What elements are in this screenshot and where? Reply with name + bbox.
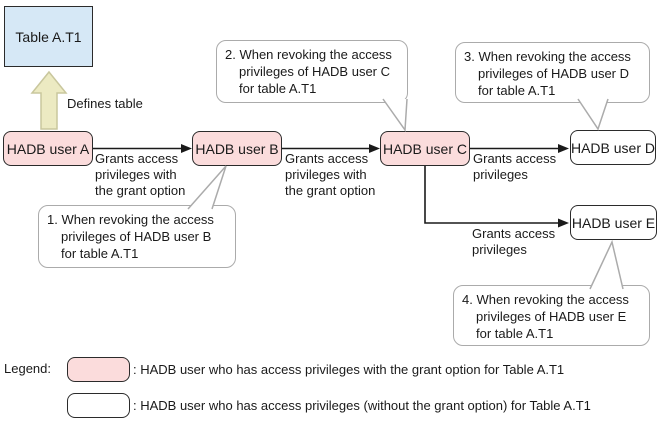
hadb-user-e-box: HADB user E (570, 205, 657, 240)
defines-table-arrow (30, 70, 68, 130)
callout-1-text: 1. When revoking the access privileges o… (47, 212, 214, 261)
callout-4-tail (589, 239, 624, 290)
hadb-user-c-box: HADB user C (380, 131, 470, 166)
legend-plain-text: : HADB user who has access privileges (w… (133, 398, 591, 413)
hadb-user-e-label: HADB user E (571, 214, 656, 231)
edge-label-a-to-b: Grants access privileges with the grant … (95, 151, 186, 198)
edge-label-c-to-e: Grants access privileges (472, 226, 556, 257)
defines-table-label: Defines table (67, 96, 143, 111)
callout-3-text: 3. When revoking the access privileges o… (464, 49, 631, 98)
hadb-user-d-label: HADB user D (570, 139, 656, 156)
hadb-user-b-box: HADB user B (192, 131, 282, 166)
legend-grant-swatch (67, 357, 130, 382)
hadb-user-c-label: HADB user C (382, 140, 468, 157)
callout-2-text: 2. When revoking the access privileges o… (225, 47, 392, 96)
legend-title: Legend: (4, 361, 51, 376)
table-a-t1-label: Table A.T1 (15, 28, 82, 45)
table-a-t1-box: Table A.T1 (4, 6, 93, 67)
hadb-user-d-box: HADB user D (570, 130, 656, 165)
edge-label-c-to-d: Grants access privileges (473, 151, 557, 182)
legend-plain-swatch (67, 393, 130, 418)
callout-3-tail (577, 98, 609, 131)
edge-label-b-to-c: Grants access privileges with the grant … (285, 151, 376, 198)
callout-3: 3. When revoking the access privileges o… (455, 42, 650, 103)
hadb-user-a-label: HADB user A (6, 140, 90, 157)
callout-1-tail (187, 165, 227, 210)
legend-grant-text: : HADB user who has access privileges wi… (133, 362, 565, 377)
callout-2-tail (382, 98, 408, 133)
hadb-user-b-label: HADB user B (195, 140, 279, 157)
callout-2: 2. When revoking the access privileges o… (216, 40, 408, 103)
hadb-user-a-box: HADB user A (3, 131, 93, 166)
callout-1: 1. When revoking the access privileges o… (38, 205, 236, 268)
callout-4-text: 4. When revoking the access privileges o… (462, 292, 629, 341)
callout-4: 4. When revoking the access privileges o… (453, 285, 650, 346)
